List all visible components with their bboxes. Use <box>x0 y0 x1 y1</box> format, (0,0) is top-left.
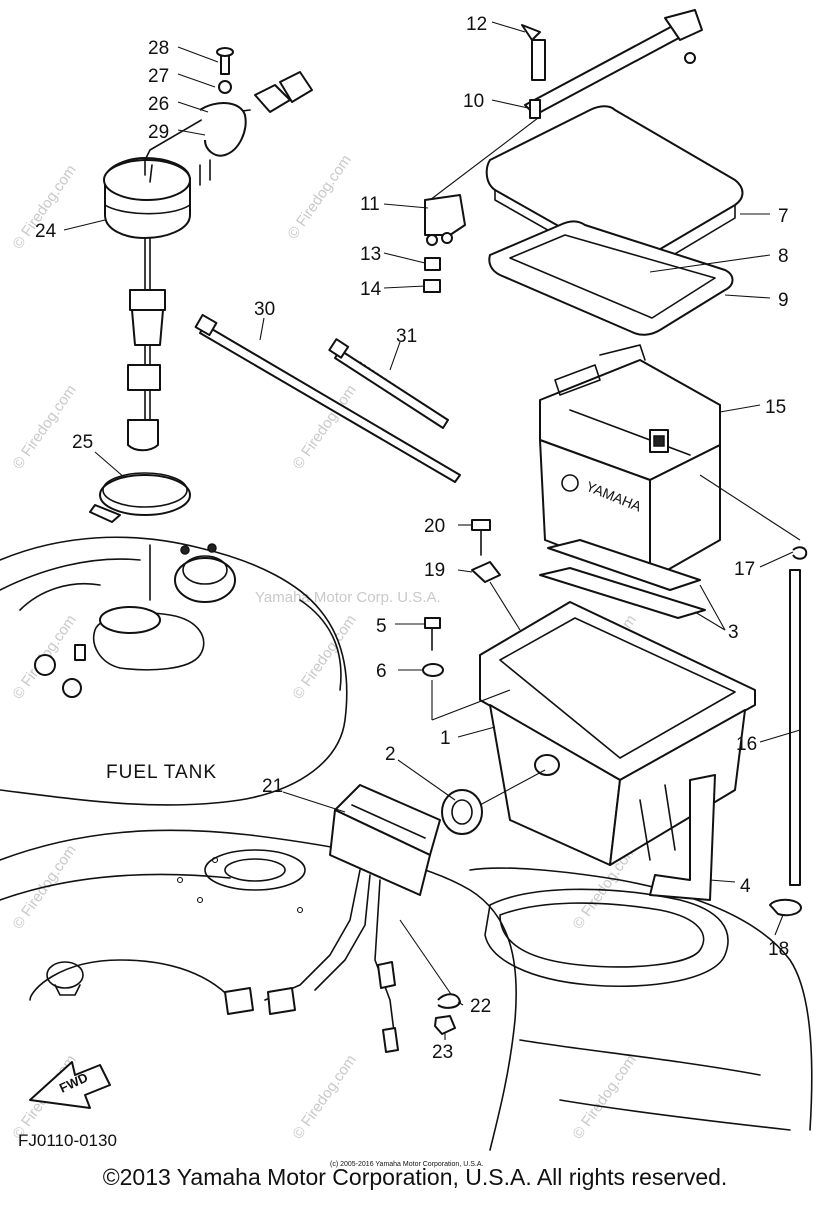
callout-29: 29 <box>148 122 169 143</box>
callout-17: 17 <box>734 559 755 580</box>
callout-25: 25 <box>72 432 93 453</box>
grommet <box>441 769 546 835</box>
callout-2: 2 <box>385 744 396 765</box>
callout-15: 15 <box>765 397 786 418</box>
site-watermark: © Firedog.com <box>569 1052 639 1143</box>
callout-12: 12 <box>466 14 487 35</box>
copyright-footer: ©2013 Yamaha Motor Corporation, U.S.A. A… <box>102 1164 728 1190</box>
callout-6: 6 <box>376 661 387 682</box>
callout-10: 10 <box>463 91 484 112</box>
callout-14: 14 <box>360 279 382 300</box>
battery-box <box>479 601 756 866</box>
site-watermark: © Firedog.com <box>289 612 359 703</box>
nut-washer <box>434 993 461 1035</box>
battery-pads <box>539 539 706 619</box>
callout-8: 8 <box>778 246 789 267</box>
tank-fittings <box>34 543 236 698</box>
forward-arrow: FWD <box>29 1061 111 1109</box>
fasteners <box>422 519 521 721</box>
site-watermark: © Firedog.com <box>9 382 79 473</box>
callout-28: 28 <box>148 38 169 59</box>
callout-7: 7 <box>778 206 789 227</box>
tie-bands <box>194 313 461 483</box>
leader-lines <box>63 21 801 1040</box>
callout-3: 3 <box>728 622 739 643</box>
fuel-sender-assembly <box>103 47 313 452</box>
callout-27: 27 <box>148 66 169 87</box>
callout-20: 20 <box>424 516 445 537</box>
cover-gasket <box>488 220 734 336</box>
callout-1: 1 <box>440 728 451 749</box>
fuse-box <box>224 784 456 1053</box>
small-print: (c) 2005-2016 Yamaha Motor Corporation, … <box>330 1161 483 1168</box>
callout-30: 30 <box>254 299 275 320</box>
breather-pipe <box>699 474 808 917</box>
drawing-code: FJ0110-0130 <box>18 1131 117 1150</box>
callout-11: 11 <box>360 194 380 215</box>
callout-numbers: 1 2 3 4 5 6 7 8 9 10 11 12 13 14 15 16 1… <box>35 14 789 1063</box>
site-watermark: © Firedog.com <box>289 1052 359 1143</box>
center-watermark: Yamaha Motor Corp. U.S.A. <box>255 589 441 606</box>
battery-box-bracket <box>649 774 716 901</box>
callout-13: 13 <box>360 244 381 265</box>
callout-31: 31 <box>396 326 417 347</box>
callout-9: 9 <box>778 290 789 311</box>
hose-clamp <box>89 472 191 523</box>
site-watermark: © Firedog.com <box>284 152 354 243</box>
callout-23: 23 <box>432 1042 453 1063</box>
callout-21: 21 <box>262 776 283 797</box>
callout-5: 5 <box>376 616 387 637</box>
battery-band <box>423 9 703 293</box>
callout-19: 19 <box>424 560 445 581</box>
callout-16: 16 <box>736 734 757 755</box>
callout-26: 26 <box>148 94 169 115</box>
callout-18: 18 <box>768 939 789 960</box>
callout-4: 4 <box>740 876 751 897</box>
callout-22: 22 <box>470 996 491 1017</box>
hull-deck-outline <box>0 829 813 1151</box>
fuel-tank-label: FUEL TANK <box>106 762 217 783</box>
callout-24: 24 <box>35 221 57 242</box>
